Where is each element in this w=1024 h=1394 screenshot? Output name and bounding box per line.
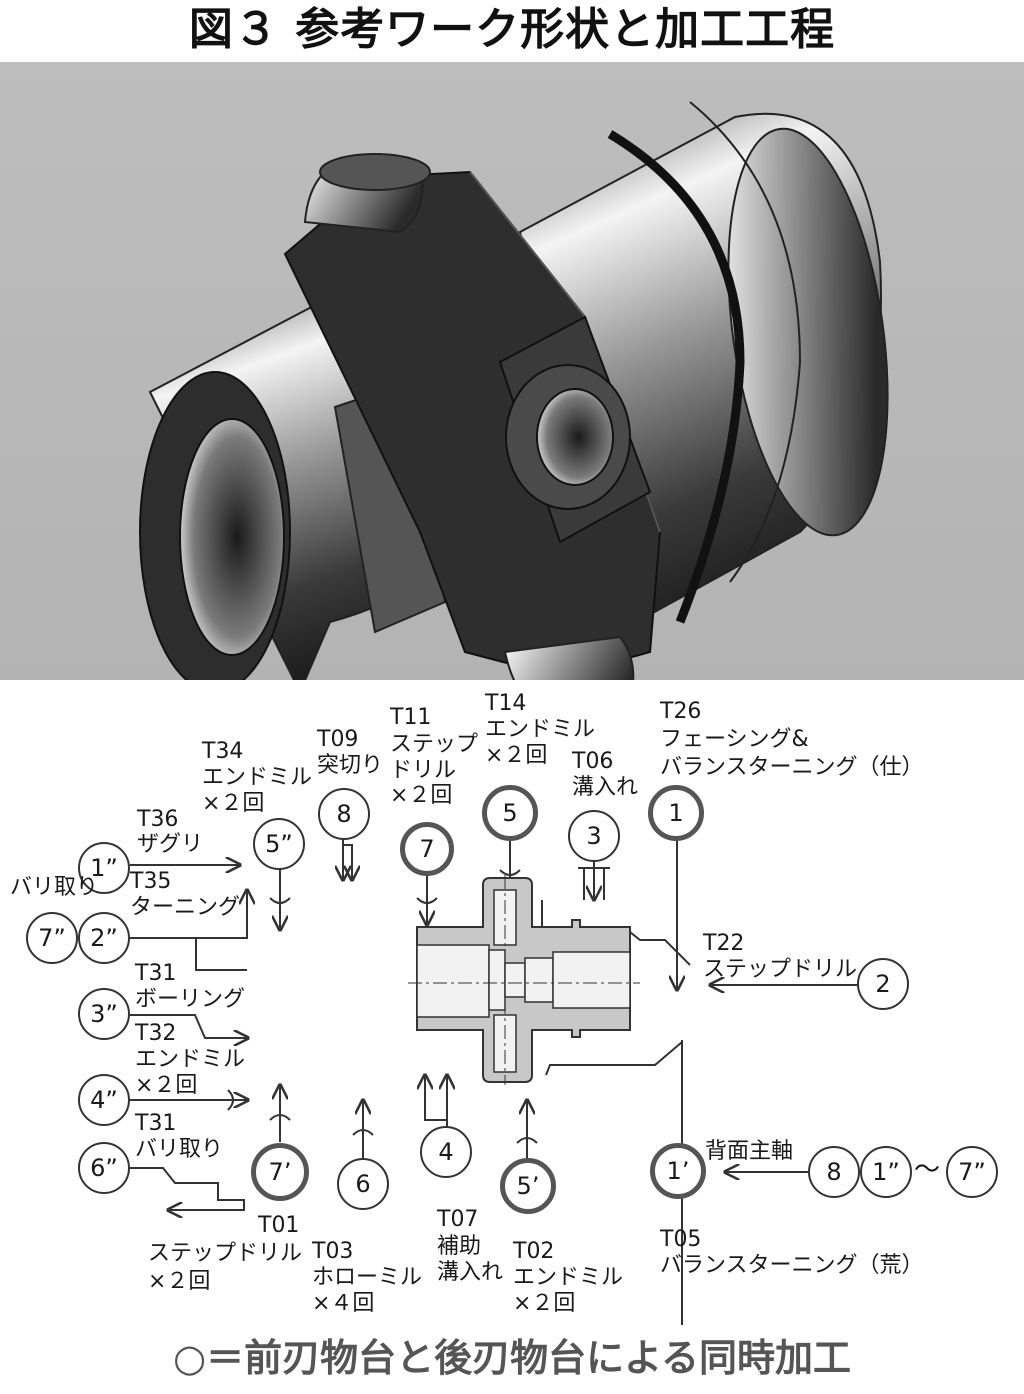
- step-circle-t26: 1: [648, 785, 704, 841]
- arrow-t31b: [130, 1167, 245, 1210]
- back-spindle-label: 背面主軸: [705, 1139, 794, 1164]
- rotation-icon: [416, 897, 438, 904]
- tool-code-t06: T06: [572, 749, 614, 774]
- figure-caption: ○＝前刃物台と後刃物台による同時加工: [172, 1336, 852, 1380]
- tool-count-t32: ×２回: [135, 1073, 198, 1098]
- step-circle-t34: 5”: [253, 818, 305, 870]
- back-spindle-step-8: 8: [808, 1146, 860, 1198]
- tool-name-t31a: ボーリング: [135, 987, 246, 1012]
- tool-name-t34: エンドミル: [202, 765, 313, 790]
- workpiece-photo: [0, 62, 1024, 680]
- tool-name-t22: ステップドリル: [703, 957, 858, 982]
- tool-name-t26: フェーシング& バランスターニング（仕）: [660, 727, 924, 780]
- rotation-icon: [269, 897, 291, 904]
- back-spindle-step-7: 7”: [946, 1146, 998, 1198]
- step-circle-t36: 1”: [78, 842, 130, 894]
- tool-code-t34: T34: [202, 739, 244, 764]
- process-arrows: [130, 830, 860, 1325]
- step-circle-t11: 7: [400, 822, 454, 876]
- tool-code-t31b: T31: [135, 1111, 177, 1136]
- step-circle-t05: 1’: [650, 1143, 706, 1199]
- tool-name-t01: ステップドリル: [148, 1241, 303, 1266]
- deburr-label: バリ取り: [10, 875, 99, 900]
- tool-code-t35: T35: [130, 869, 172, 894]
- rotation-icon: [516, 1137, 538, 1144]
- workpiece-render: [139, 101, 889, 680]
- tool-code-t14: T14: [485, 691, 527, 716]
- arrow-t35: [130, 890, 247, 939]
- rotation-icon: [499, 869, 521, 876]
- figure-title: 図３ 参考ワーク形状と加工工程: [188, 4, 836, 55]
- rotation-icon: [227, 1089, 234, 1111]
- tool-name-t31b: バリ取り: [135, 1137, 224, 1162]
- tool-name-t32: エンドミル: [135, 1047, 246, 1072]
- tool-code-t02: T02: [513, 1239, 555, 1264]
- step-circle-t31a: 3”: [78, 988, 130, 1040]
- tool-code-t31a: T31: [135, 961, 177, 986]
- tool-count-t01: ×２回: [148, 1269, 211, 1294]
- tool-count-t34: ×２回: [202, 791, 265, 816]
- step-circle-t22: 2: [857, 958, 909, 1010]
- tool-name-t35: ターニング: [130, 895, 241, 920]
- tool-name-t07: 補助 溝入れ: [437, 1234, 504, 1285]
- tool-name-t09: 突切り: [317, 753, 384, 778]
- tool-code-t03: T03: [312, 1239, 354, 1264]
- step-circle-t07: 4: [420, 1126, 472, 1178]
- tool-code-t09: T09: [317, 727, 359, 752]
- tool-code-t22: T22: [703, 931, 745, 956]
- tool-name-t11: ステップ ドリル: [390, 732, 479, 783]
- tool-count-t03: ×４回: [312, 1291, 375, 1316]
- step-circle-t01: 7’: [251, 1143, 309, 1201]
- tool-name-t06: 溝入れ: [572, 775, 639, 800]
- tool-code-t11: T11: [390, 705, 432, 730]
- tool-code-t36: T36: [137, 807, 179, 832]
- step-circle-t02: 5’: [500, 1158, 556, 1214]
- tool-count-t14: ×２回: [485, 743, 548, 768]
- tool-code-t26: T26: [660, 699, 702, 724]
- step-circle-t32: 4”: [78, 1074, 130, 1126]
- tool-name-t03: ホローミル: [312, 1265, 423, 1290]
- step-circle-deburr-7: 7”: [26, 912, 78, 964]
- tool-code-t07: T07: [437, 1207, 479, 1232]
- tool-code-t05: T05: [660, 1227, 702, 1252]
- part-cross-section: [408, 875, 640, 1085]
- tool-name-t36: ザグリ: [137, 832, 204, 857]
- process-diagram: 1” 5” 8 7 5 3 1 7” 2” 2 3” 4” 6” 7’ 6 4 …: [0, 680, 1024, 1325]
- range-symbol: 〜: [914, 1155, 941, 1185]
- rotation-icon: [269, 1114, 291, 1121]
- hex-block: [283, 153, 662, 680]
- step-circle-t06: 3: [568, 810, 620, 862]
- back-spindle-step-1: 1”: [860, 1146, 912, 1198]
- rotation-icon: [352, 1129, 374, 1136]
- step-circle-t14: 5: [482, 785, 538, 841]
- step-circle-t03: 6: [337, 1158, 389, 1210]
- step-circle-t35: 2”: [78, 912, 130, 964]
- step-circle-t31b: 6”: [78, 1142, 130, 1194]
- tool-name-t14: エンドミル: [485, 717, 596, 742]
- tool-code-t01: T01: [258, 1213, 300, 1238]
- tool-count-t02: ×２回: [513, 1291, 576, 1316]
- tool-name-t02: エンドミル: [513, 1265, 624, 1290]
- arrow-t31a: [130, 1014, 248, 1038]
- tool-code-t32: T32: [135, 1021, 177, 1046]
- step-circle-t09: 8: [318, 788, 370, 840]
- tool-name-t05: バランスターニング（荒）: [660, 1253, 924, 1278]
- tool-count-t11: ×２回: [390, 783, 453, 808]
